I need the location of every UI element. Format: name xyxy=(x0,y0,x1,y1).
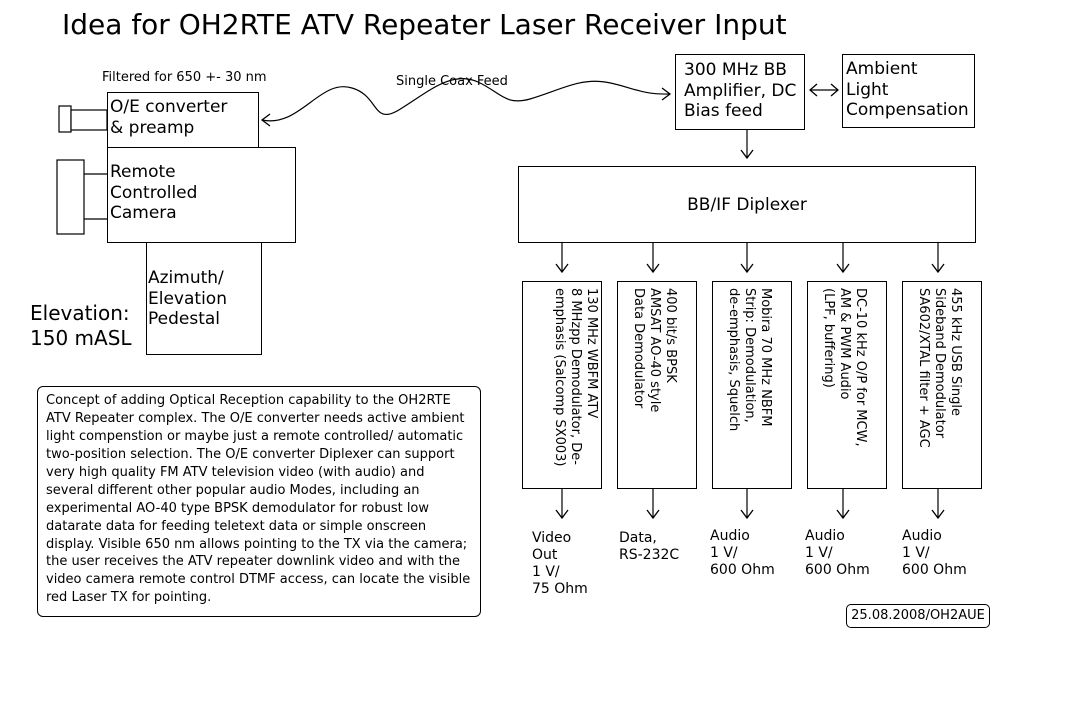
coax-label: Single Coax Feed xyxy=(396,74,508,89)
demodulator-block: DC-10 kHz O/P for MCW, AM & PWM Audio (L… xyxy=(807,281,887,489)
oe-converter-block: O/E converter & preamp xyxy=(107,92,259,148)
output-label: Audio 1 V/ 600 Ohm xyxy=(710,528,775,579)
output-label: Audio 1 V/ 600 Ohm xyxy=(902,528,967,579)
description-box: Concept of adding Optical Reception capa… xyxy=(37,386,481,617)
pedestal-label: Azimuth/ Elevation Pedestal xyxy=(148,268,227,330)
demodulator-block: 400 bit/s BPSK AMSAT AO-40 style Data De… xyxy=(617,281,697,489)
pedestal-block: Azimuth/ Elevation Pedestal xyxy=(146,242,262,355)
page-title: Idea for OH2RTE ATV Repeater Laser Recei… xyxy=(62,8,787,41)
date-author-stamp: 25.08.2008/OH2AUE xyxy=(846,604,990,628)
demodulator-block: 130 MHz WBFM ATV 8 MHzpp Demodulator, De… xyxy=(522,281,602,489)
diplexer-label: BB/IF Diplexer xyxy=(687,194,807,215)
amplifier-label: 300 MHz BB Amplifier, DC Bias feed xyxy=(684,60,797,122)
demodulator-block: Mobira 70 MHz NBFM Strip: Demodulation, … xyxy=(712,281,792,489)
ambient-light-label: Ambient Light Compensation xyxy=(846,59,969,121)
coax-cable xyxy=(261,77,671,122)
camera-label: Remote Controlled Camera xyxy=(110,162,198,224)
camera-block: Remote Controlled Camera xyxy=(107,147,296,243)
demodulator-label: DC-10 kHz O/P for MCW, AM & PWM Audio (L… xyxy=(820,288,868,447)
output-label: Audio 1 V/ 600 Ohm xyxy=(805,528,870,579)
output-label: Data, RS-232C xyxy=(619,530,680,564)
demodulator-label: 455 kHz USB Single Sideband Demodulator … xyxy=(915,288,963,448)
description-text: Concept of adding Optical Reception capa… xyxy=(46,393,471,606)
ambient-light-block: Ambient Light Compensation xyxy=(842,54,975,128)
amplifier-block: 300 MHz BB Amplifier, DC Bias feed xyxy=(675,54,805,130)
demodulator-label: 400 bit/s BPSK AMSAT AO-40 style Data De… xyxy=(630,288,678,413)
output-label: Video Out 1 V/ 75 Ohm xyxy=(532,530,588,598)
demodulator-label: 130 MHz WBFM ATV 8 MHzpp Demodulator, De… xyxy=(551,288,599,467)
filter-note: Filtered for 650 +- 30 nm xyxy=(102,70,267,85)
diplexer-block: BB/IF Diplexer xyxy=(518,166,976,243)
elevation-label: Elevation: 150 mASL xyxy=(30,301,132,350)
demodulator-block: 455 kHz USB Single Sideband Demodulator … xyxy=(902,281,982,489)
demodulator-label: Mobira 70 MHz NBFM Strip: Demodulation, … xyxy=(725,288,773,432)
stamp-text: 25.08.2008/OH2AUE xyxy=(851,608,985,623)
oe-converter-label: O/E converter & preamp xyxy=(110,97,228,138)
